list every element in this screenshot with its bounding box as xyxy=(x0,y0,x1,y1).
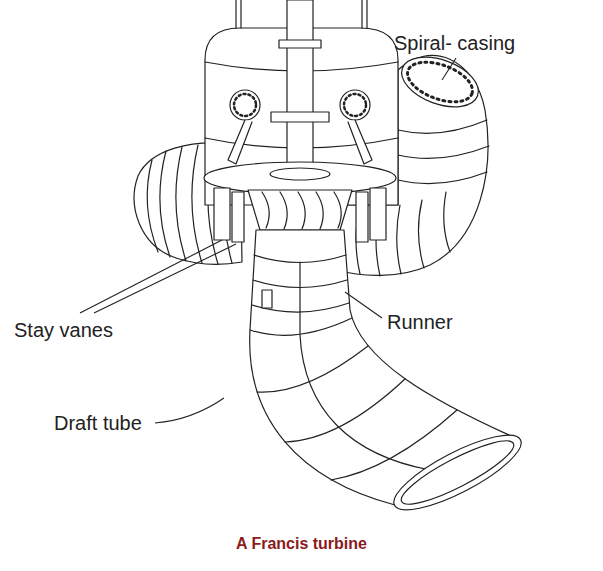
draft-tube-seam xyxy=(300,262,430,470)
stay-vane xyxy=(370,188,386,240)
flange-bolts xyxy=(402,54,478,109)
casing-rib xyxy=(398,172,487,184)
draft-tube-outlet xyxy=(385,422,529,523)
draft-tube-rib xyxy=(254,255,346,263)
gate-gear xyxy=(340,90,370,120)
shaft-collar xyxy=(271,112,329,122)
casing-rib xyxy=(147,160,158,252)
part-label: Stay vanes xyxy=(12,318,115,342)
support-rod xyxy=(240,0,241,28)
leader-line xyxy=(442,58,456,80)
casing-rib xyxy=(398,120,487,133)
turbine-drawing xyxy=(134,0,530,523)
leader-line xyxy=(345,292,382,318)
stay-vane xyxy=(232,192,244,242)
gate-gear xyxy=(230,90,260,120)
shaft xyxy=(287,0,313,178)
figure-caption: A Francis turbine xyxy=(236,534,367,554)
casing-rib xyxy=(398,146,489,158)
support-rod xyxy=(366,0,367,28)
leader-line xyxy=(155,398,224,423)
runner-blade xyxy=(316,192,323,229)
outlet-rim xyxy=(395,431,520,514)
casing-rib xyxy=(444,192,450,252)
runner-blade xyxy=(262,192,269,228)
part-label: Draft tube xyxy=(52,411,144,435)
gear-teeth xyxy=(344,94,366,116)
access-hatch xyxy=(262,290,272,308)
casing-rib xyxy=(160,151,170,257)
draft-tube-rib xyxy=(257,346,368,392)
part-label: Spiral- casing xyxy=(392,31,517,55)
runner-blade xyxy=(280,192,287,229)
casing-rib xyxy=(397,205,401,274)
support-rod xyxy=(235,0,236,28)
runner-blade xyxy=(298,192,305,229)
gate-arm xyxy=(348,120,372,164)
draft-tube-rib xyxy=(250,318,352,335)
leader-lines xyxy=(80,58,456,423)
gear-teeth xyxy=(234,94,256,116)
leader-line xyxy=(80,240,222,313)
casing-rib xyxy=(418,200,424,268)
stay-vane xyxy=(356,192,368,242)
gate-arm xyxy=(228,120,252,164)
inlet-flange xyxy=(395,48,485,117)
casing-rib xyxy=(176,147,186,261)
runner-blade xyxy=(334,192,341,228)
shaft-collar xyxy=(279,40,321,48)
stay-vane xyxy=(214,188,230,240)
head-cover xyxy=(204,162,396,194)
runner xyxy=(248,190,352,230)
support-rod xyxy=(361,0,362,28)
part-label: Runner xyxy=(385,310,455,334)
casing-rib xyxy=(192,145,202,263)
leader-line xyxy=(94,244,236,313)
shaft-seal xyxy=(270,168,330,180)
